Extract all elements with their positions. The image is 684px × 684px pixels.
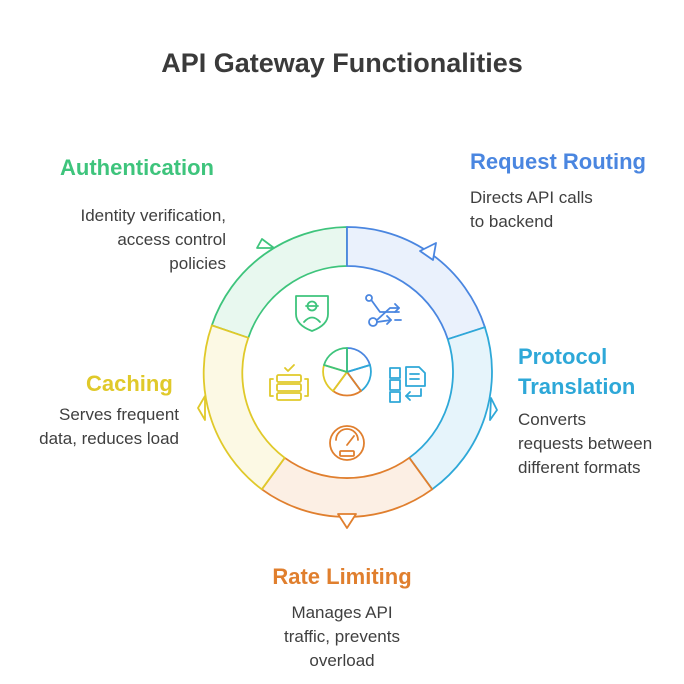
pie-chart-icon [322,347,372,397]
protocol-translation-desc-line-2: requests between [518,434,653,453]
protocol-translation-description: Converts requests between different form… [518,408,652,480]
routing-arrows-icon [365,294,402,327]
caching-desc-line-2: data, reduces load [39,429,179,448]
pointer-protocol-translation [489,397,498,421]
rate-limiting-description: Manages API traffic, prevents overload [0,601,684,673]
authentication-desc-line-3: policies [169,254,226,273]
request-routing-desc-line-1: Directs API calls [470,188,593,207]
request-routing-label: Request Routing [470,149,646,174]
rate-limiting-desc-line-3: overload [309,651,375,670]
caching-label: Caching [86,371,173,396]
server-stack-icon [269,364,309,401]
rate-limiting-desc-line-2: traffic, prevents [284,627,400,646]
document-convert-icon [389,366,426,403]
protocol-translation-desc-line-3: different formats [518,458,641,477]
caching-description: Serves frequent data, reduces load [39,403,179,451]
page-title: API Gateway Functionalities [161,48,523,78]
rate-limiting-desc-line-1: Manages API [291,603,393,622]
ring-segment-caching [202,324,286,491]
protocol-translation-desc-line-1: Converts [518,410,587,429]
ring-segment-request-routing [346,226,486,341]
request-routing-desc-line-2: to backend [470,212,554,231]
protocol-translation-label-line-2: Translation [518,374,636,399]
pointer-caching [197,395,206,421]
request-routing-description: Directs API calls to backend [470,186,593,234]
authentication-label: Authentication [60,155,214,180]
rate-limiting-label: Rate Limiting [272,564,412,589]
caching-desc-line-1: Serves frequent [58,405,179,424]
pointer-request-routing [419,242,437,261]
pointer-rate-limiting [337,513,357,529]
authentication-desc-line-2: access control [117,230,226,249]
ring-segment-rate-limiting [260,456,434,518]
authentication-desc-line-1: Identity verification, [80,206,226,225]
speedometer-icon [329,425,365,461]
protocol-translation-label-line-1: Protocol [518,344,608,369]
pointer-authentication [256,238,275,249]
protocol-translation-label: Protocol Translation [518,342,635,402]
ring-segment-protocol-translation [408,326,493,491]
shield-user-icon [295,295,329,332]
authentication-description: Identity verification, access control po… [80,204,226,276]
